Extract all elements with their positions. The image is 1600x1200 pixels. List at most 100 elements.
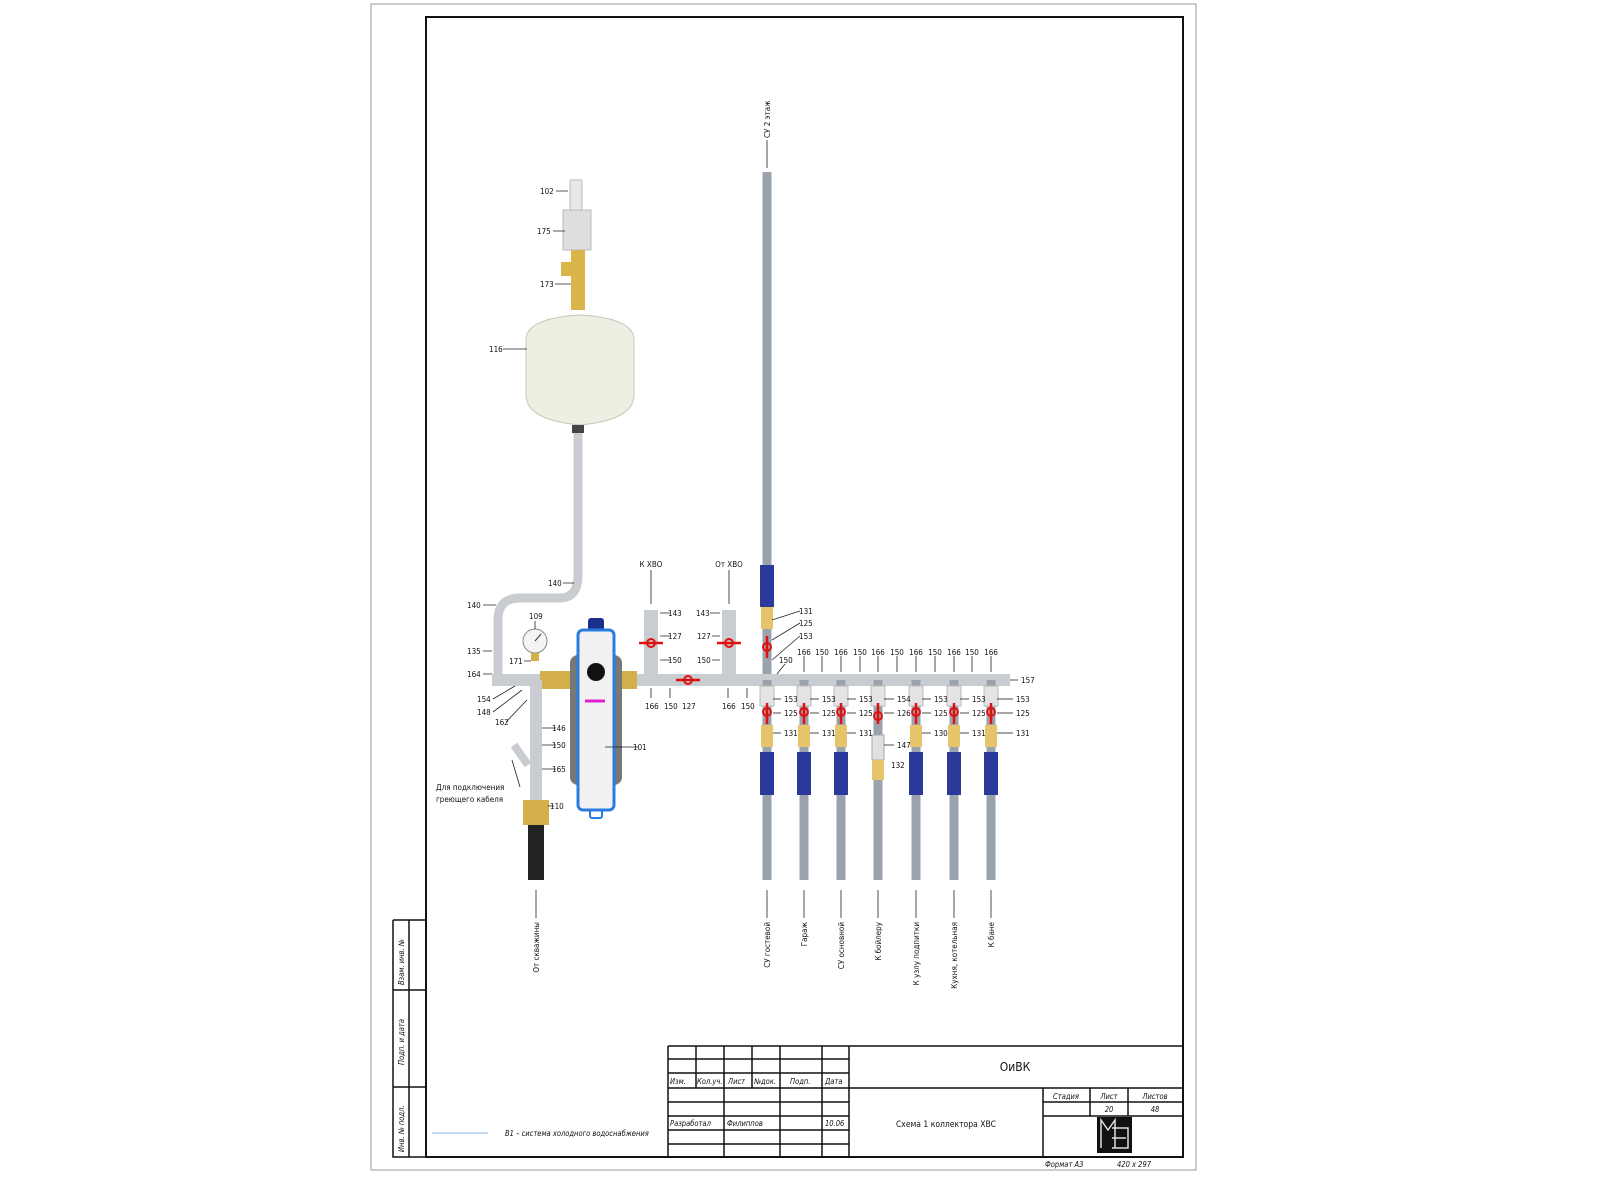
callout-branch: 131 xyxy=(972,729,986,738)
callout-manifold: 166 xyxy=(834,648,848,657)
callout-140: 140 xyxy=(548,579,562,588)
drawing-frame xyxy=(425,16,1184,1158)
callout-102: 102 xyxy=(540,187,554,196)
callout-143: 143 xyxy=(696,609,710,618)
callout-101: 101 xyxy=(633,743,647,752)
callout-173: 173 xyxy=(540,280,554,289)
brass-fitting xyxy=(985,725,997,747)
callout-branch: 130 xyxy=(934,729,948,738)
ball-valve xyxy=(717,638,741,648)
ball-valve xyxy=(762,703,772,724)
callout-branch: 131 xyxy=(784,729,798,738)
callout-branch: 125 xyxy=(934,709,948,718)
piping xyxy=(492,172,1010,880)
callout-branch: 125 xyxy=(784,709,798,718)
callout-branch: 147 xyxy=(897,741,911,750)
label-to-treatment: К ХВО xyxy=(640,560,663,569)
callout-branch: 125 xyxy=(1016,709,1030,718)
callout-143: 143 xyxy=(668,609,682,618)
sheet-border xyxy=(370,3,1197,1171)
insulation-sleeve xyxy=(909,752,923,795)
format-size: 420 x 297 xyxy=(1117,1160,1152,1169)
callout-127: 127 xyxy=(668,632,682,641)
callout-branch: 125 xyxy=(822,709,836,718)
callout-manifold: 166 xyxy=(797,648,811,657)
header-date: Дата xyxy=(824,1077,842,1086)
callout-branch: 153 xyxy=(934,695,948,704)
insulation-sleeve xyxy=(947,752,961,795)
ball-valve xyxy=(873,703,883,724)
header-count: Кол.уч. xyxy=(697,1077,723,1086)
format-label: Формат А3 xyxy=(1045,1160,1083,1169)
callout-manifold: 150 xyxy=(928,648,942,657)
outlet-branch xyxy=(983,680,999,880)
callout-manifold: 166 xyxy=(984,648,998,657)
water-filter xyxy=(570,618,622,819)
callout-branch: 131 xyxy=(822,729,836,738)
outlet-label: К бане xyxy=(986,921,996,947)
callout-150: 150 xyxy=(668,656,682,665)
outlet-label: Гараж xyxy=(800,921,809,946)
ball-valve xyxy=(676,675,700,685)
callout-manifold: 166 xyxy=(871,648,885,657)
header-sign: Подп. xyxy=(790,1077,810,1086)
ball-valve xyxy=(911,703,921,724)
sheet-title: Схема 1 коллектора ХВС xyxy=(896,1120,996,1130)
callout-131: 131 xyxy=(799,607,813,616)
outlet-label: От скважины xyxy=(532,922,541,973)
brass-fitting xyxy=(761,725,773,747)
outlet-branch xyxy=(946,680,962,880)
callout-branch: 153 xyxy=(972,695,986,704)
outlet-label: СУ основной xyxy=(837,922,846,970)
header-doc: №док. xyxy=(753,1077,776,1086)
brass-fitting xyxy=(835,725,847,747)
insulation-sleeve xyxy=(984,752,998,795)
label-heating-cable-1: Для подключения xyxy=(436,783,504,792)
callout-125: 125 xyxy=(799,619,813,628)
callout-manifold: 150 xyxy=(890,648,904,657)
callout-157: 157 xyxy=(1021,676,1035,685)
ball-valve xyxy=(836,703,846,724)
callout-150: 150 xyxy=(741,702,755,711)
title-block: Изм. Кол.уч. Лист №док. Подп. Дата Разра… xyxy=(667,1045,1183,1169)
sheets-total: 48 xyxy=(1151,1105,1160,1114)
label-upper-floor: СУ 2 этаж xyxy=(763,100,772,138)
callout-branch: 154 xyxy=(897,695,911,704)
insulation-sleeve xyxy=(834,752,848,795)
callout-manifold: 150 xyxy=(853,648,867,657)
callout-116: 116 xyxy=(489,345,503,354)
callout-154: 154 xyxy=(477,695,491,704)
callout-166: 166 xyxy=(722,702,736,711)
ball-valve xyxy=(639,638,663,648)
callout-135: 135 xyxy=(467,647,481,656)
ball-valve xyxy=(949,703,959,724)
outlet-branch xyxy=(870,680,886,880)
callout-166: 166 xyxy=(645,702,659,711)
callout-branch: 153 xyxy=(859,695,873,704)
outlet-label: СУ гостевой xyxy=(763,922,772,968)
outlet-branch xyxy=(796,680,812,880)
insulation-sleeve xyxy=(760,565,774,607)
stamp-inventory: Инв. № подл. xyxy=(397,1105,406,1152)
stamp-signature-date: Подп. и дата xyxy=(397,1019,406,1065)
outlet-label: К бойлеру xyxy=(873,921,883,961)
header-sheet: Лист xyxy=(727,1077,746,1086)
legend-text: В1 – система холодного водоснабжения xyxy=(505,1129,649,1138)
developed-date: 10.06 xyxy=(825,1119,844,1128)
developer-name: Филиппов xyxy=(727,1119,763,1128)
ball-valve xyxy=(986,703,996,724)
callout-127: 127 xyxy=(682,702,696,711)
outlet-label: К узлу подпитки xyxy=(912,922,921,986)
callout-150: 150 xyxy=(779,656,793,665)
callout-110: 110 xyxy=(550,802,564,811)
outlet-branch xyxy=(759,680,775,880)
ball-valve xyxy=(799,703,809,724)
callout-branch: 153 xyxy=(1016,695,1030,704)
callout-manifold: 150 xyxy=(815,648,829,657)
callout-150: 150 xyxy=(664,702,678,711)
project-code: ОиВК xyxy=(1000,1060,1031,1074)
developed-label: Разработал xyxy=(670,1119,712,1128)
expansion-tank xyxy=(525,314,635,426)
outlet-branch xyxy=(908,680,924,880)
brass-fitting xyxy=(798,725,810,747)
